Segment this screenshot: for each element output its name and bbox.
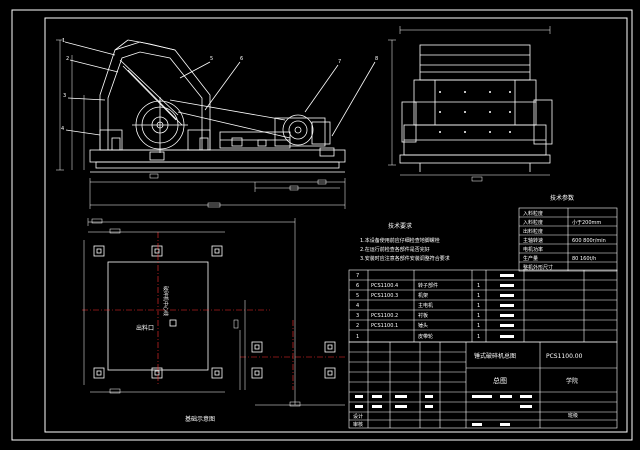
spec-table-grid [518,207,618,272]
part-no-3: 3 [356,313,359,319]
drawing-name: 锤式破碎机总图 [474,352,516,360]
title-block-marks [355,395,532,426]
title-block-text: 锤式破碎机总图 PCS1100.00 总图 学院 设计 审核 班级 [353,352,583,428]
part-name-3: 衬板 [418,312,428,319]
spec-label-6: 生产量 [523,255,538,262]
title-block-grid [348,341,618,429]
spec-table-caption: 技术参数 [550,194,574,202]
spec-label-3: 出料粒度 [523,228,543,235]
spec-table-rows: 入料粒度 入料粒度 小于200mm 出料粒度 主轴转速 600 800r/min… [523,210,606,271]
part-code-2: PCS1100.1 [371,323,398,329]
callout-2: 2 [66,56,69,62]
tech-requirement-2: 2.在运行前检查各部件是否完好 [360,246,430,253]
drawing-number: PCS1100.00 [546,353,583,360]
part-no-5: 5 [356,293,359,299]
foundation-dimensions [83,218,345,407]
designer-label: 设计 [353,413,363,420]
part-qty-5: 1 [477,293,480,299]
spec-value-4: 600 800r/min [572,238,606,244]
part-name-1: 皮带轮 [418,333,433,340]
class-label: 班级 [568,412,578,419]
callout-8: 8 [375,56,378,62]
tech-requirement-3: 3.安装时应注意各部件安装调整符合要求 [360,255,450,262]
foundation-label-outlet: 出料口 [136,324,154,332]
foundation-plan [93,245,336,379]
spec-label-1: 入料粒度 [523,210,543,217]
spec-label-4: 主轴转速 [523,237,543,244]
spec-value-6: 80 160t/h [572,256,596,262]
spec-label-7: 整机外形尺寸 [523,264,553,271]
part-name-6: 转子部件 [418,282,438,289]
parts-list-material-blocks [500,274,514,338]
parts-list-rows: 7 6 PCS1100.4 转子部件 1 5 PCS1100.3 机架 1 4 … [356,273,480,340]
callout-4: 4 [61,126,64,132]
front-view [399,44,553,172]
part-code-3: PCS1100.2 [371,313,398,319]
part-qty-3: 1 [477,313,480,319]
part-code-6: PCS1100.4 [371,283,398,289]
foundation-centerlines [82,232,345,390]
part-code-5: PCS1100.3 [371,293,398,299]
inner-border [44,17,628,433]
parts-list-grid [348,269,618,343]
side-view-dimensions [56,39,346,209]
part-no-1: 1 [356,334,359,340]
part-no-2: 2 [356,323,359,329]
checker-label: 审核 [353,421,363,428]
callout-6: 6 [240,56,243,62]
side-view-callouts: 1 2 3 4 5 6 7 8 [61,38,378,132]
foundation-caption: 基础示意图 [185,415,215,423]
part-qty-2: 1 [477,323,480,329]
side-view [64,39,376,173]
part-no-6: 6 [356,283,359,289]
callout-3: 3 [63,93,66,99]
part-name-4: 主电机 [418,302,433,309]
callout-7: 7 [338,59,341,65]
tech-requirements-title: 技术要求 [388,222,412,230]
part-name-5: 机架 [418,292,428,299]
front-view-dimensions [388,26,551,182]
callout-5: 5 [210,56,213,62]
part-no-7: 7 [356,273,359,279]
part-qty-6: 1 [477,283,480,289]
tech-requirement-1: 1.本设备使用前应仔细检查地脚螺栓 [360,237,440,244]
spec-label-2: 入料粒度 [523,219,543,226]
spec-label-5: 电机功率 [523,246,543,253]
school-label: 学院 [566,377,578,385]
foundation-label-centerline: 破碎机中心线 [162,286,169,316]
part-no-4: 4 [356,303,359,309]
callout-1: 1 [62,38,65,44]
front-view-dots [439,91,511,133]
spec-value-2: 小于200mm [572,219,601,226]
part-qty-1: 1 [477,334,480,340]
sheet-label: 总图 [493,376,507,385]
part-qty-4: 1 [477,303,480,309]
part-name-2: 锤头 [418,322,428,329]
outer-border [11,9,633,441]
